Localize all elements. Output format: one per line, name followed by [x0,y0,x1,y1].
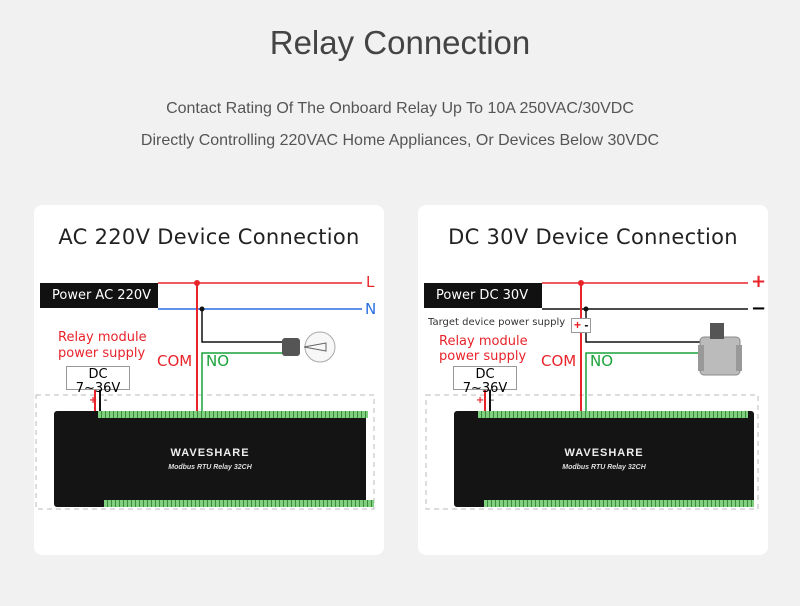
relay-board: WAVESHARE Modbus RTU Relay 32CH [54,411,374,507]
terminal-strip-bottom [484,500,754,507]
dc-label: DC 7~36V [462,367,508,396]
positive-label: + [751,271,767,292]
no-label: NO [590,352,614,370]
plus-sign: + [88,395,98,406]
board-outline [35,394,375,510]
board-outline [425,394,759,510]
plus-sign: + [574,318,582,332]
subtitle-line-2: Directly Controlling 220VAC Home Applian… [140,132,660,149]
terminal-strip-top [98,411,368,418]
no-label: NO [206,352,230,370]
power-ac-label: Power AC 220V [40,283,158,308]
target-polarity-box: + - [571,318,592,333]
power-dc-label: Power DC 30V [424,283,542,308]
negative-label: − [751,298,767,319]
target-supply-label: Target device power supply [428,317,566,328]
com-label: COM [157,352,193,370]
subtitle-line-1: Contact Rating Of The Onboard Relay Up T… [166,100,634,117]
plus-sign: + [475,395,485,406]
wiring-diagram [425,280,759,510]
neutral-label: N [365,300,377,318]
live-label: L [366,273,375,291]
no-wire [201,352,284,412]
dc-connection-card: DC 30V Device Connection Power DC 30V + … [418,205,768,555]
dc-supply-box: DC 7~36V+ - [453,366,517,406]
no-wire [585,352,703,412]
com-label: COM [541,352,577,370]
dc-label: DC 7~36V [75,367,121,396]
model-label: Modbus RTU Relay 32CH [562,464,646,471]
ac-connection-card: AC 220V Device Connection Power AC 220V … [34,205,384,555]
dc-supply-box: DC 7~36V+ - [66,366,130,406]
light-bulb-icon [282,331,336,363]
card-title: DC 30V Device Connection [448,225,738,249]
brand-logo: WAVESHARE [564,447,644,459]
supply-label-2: power supply [58,346,146,361]
terminal-strip-bottom [104,500,374,507]
supply-label-1: Relay module [439,334,528,349]
relay-board: WAVESHARE Modbus RTU Relay 32CH [454,411,754,507]
brand-logo: WAVESHARE [170,447,250,459]
page-title: Relay Connection [269,24,531,61]
supply-label-2: power supply [439,349,527,364]
model-label: Modbus RTU Relay 32CH [168,464,252,471]
terminal-strip-top [478,411,748,418]
minus-sign: - [584,318,589,332]
supply-label-1: Relay module [58,330,147,345]
minus-sign: - [103,395,108,406]
solenoid-valve-icon [698,323,742,376]
wiring-diagram [35,280,375,510]
minus-sign: - [490,395,495,406]
card-title: AC 220V Device Connection [58,225,360,249]
neutral-to-lamp-wire [201,309,284,343]
